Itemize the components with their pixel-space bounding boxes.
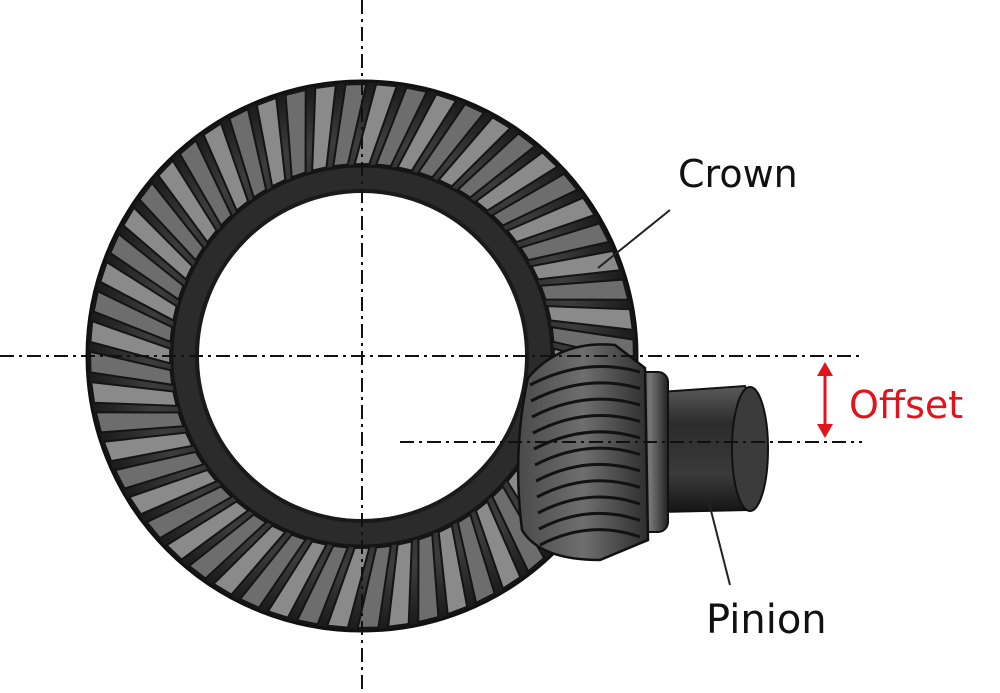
crown-tooth — [456, 513, 496, 605]
crown-tooth — [109, 232, 185, 302]
pinion-tooth — [534, 446, 641, 467]
crown-tooth — [417, 533, 440, 624]
crown-tooth — [519, 222, 611, 262]
crown-tooth — [138, 181, 205, 262]
pinion-tooth — [533, 430, 641, 451]
pinion-leader-line — [706, 494, 731, 586]
pinion-label: Pinion — [706, 597, 827, 643]
crown-tooth — [122, 206, 194, 281]
pinion-tooth — [530, 381, 641, 403]
crown-tooth — [102, 431, 194, 463]
crown-tooth — [416, 103, 486, 179]
pinion-gear — [516, 343, 769, 562]
pinion-shaft-end — [731, 386, 769, 512]
crown-tooth — [92, 289, 174, 344]
crown-tooth — [157, 159, 218, 244]
crown-tooth — [145, 485, 234, 540]
offset-arrow — [817, 362, 833, 438]
crown-tooth — [266, 540, 328, 619]
crown-tooth — [113, 450, 205, 490]
crown-tooth — [539, 278, 630, 301]
crown-tooth — [228, 107, 268, 199]
pinion-tooth — [537, 495, 641, 515]
crown-tooth — [99, 260, 178, 322]
crown-leader-line — [597, 209, 671, 269]
crown-tooth — [356, 544, 392, 629]
crown-tooth — [90, 380, 178, 407]
pinion-tooth — [535, 462, 641, 483]
crown-tooth — [89, 319, 172, 365]
crown-tooth — [437, 116, 512, 188]
pinion-tooth — [529, 365, 641, 387]
pinion-tooth — [538, 511, 641, 531]
crown-tooth — [386, 540, 413, 628]
crown-tooth — [127, 468, 219, 516]
crown-tooth — [212, 524, 287, 596]
crown-tooth — [332, 83, 368, 168]
crown-tooth — [474, 151, 559, 212]
crown-tooth — [396, 93, 458, 172]
pinion-tooth — [532, 414, 641, 435]
crown-tooth — [530, 249, 622, 281]
crown-tooth — [255, 96, 287, 188]
crown-tooth — [284, 88, 307, 179]
crown-tooth — [505, 196, 597, 244]
crown-tooth — [94, 411, 185, 434]
crown-tooth — [353, 83, 399, 166]
crown-tooth — [490, 172, 579, 227]
crown-tooth — [165, 500, 250, 561]
pinion-tooth — [536, 479, 641, 499]
crown-tooth — [325, 546, 371, 629]
crown-tooth — [202, 121, 250, 213]
crown-tooth — [238, 533, 308, 609]
crown-tooth — [89, 350, 174, 386]
pinion-tooth — [531, 397, 641, 419]
crown-tooth — [374, 86, 429, 168]
crown-label: Crown — [678, 152, 798, 196]
crown-tooth — [456, 132, 537, 199]
crown-tooth — [546, 305, 634, 332]
pinion-teeth — [529, 365, 641, 547]
crown-tooth — [187, 513, 268, 580]
offset-label: Offset — [849, 383, 963, 427]
pinion-tooth — [539, 528, 641, 547]
crown-tooth — [474, 499, 522, 591]
crown-tooth — [311, 84, 338, 172]
crown-tooth — [295, 544, 350, 626]
crown-tooth — [437, 524, 469, 616]
center-lines — [0, 0, 862, 693]
crown-tooth — [178, 139, 233, 228]
